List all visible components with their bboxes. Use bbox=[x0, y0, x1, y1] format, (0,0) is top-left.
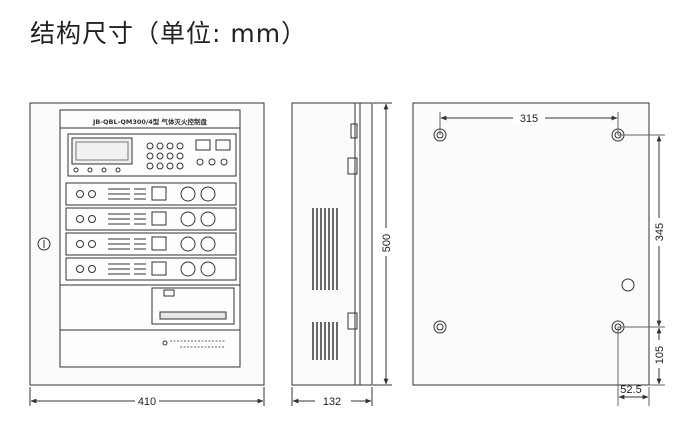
zone-module-3 bbox=[65, 232, 237, 256]
panel-label: JB-QBL-QM300/4型 气体灭火控制盘 bbox=[92, 117, 208, 126]
zone-module-1 bbox=[65, 182, 237, 206]
back-panel-outline bbox=[412, 102, 650, 386]
zone-module-4 bbox=[65, 257, 237, 281]
side-view bbox=[291, 102, 392, 406]
mounting-hole-bottom-left bbox=[433, 320, 447, 334]
depth-dimension-label: 132 bbox=[323, 396, 341, 408]
side-cabinet-outline bbox=[291, 102, 373, 386]
lower-vent bbox=[312, 322, 338, 360]
cable-entry-hole bbox=[621, 278, 635, 292]
upper-hinge bbox=[347, 157, 358, 175]
indicator-leds bbox=[73, 167, 121, 173]
height-dimension-label: 500 bbox=[381, 234, 393, 252]
keypad bbox=[146, 139, 231, 170]
width-dimension-label: 410 bbox=[138, 396, 156, 408]
bottom-offset-label: 105 bbox=[654, 346, 666, 364]
upper-vent bbox=[312, 208, 338, 290]
zone-module-2 bbox=[65, 207, 237, 231]
printer-module bbox=[151, 287, 235, 325]
front-view: JB-QBL-QM300/4型 气体灭火控制盘 bbox=[29, 102, 265, 406]
side-offset-label: 52.5 bbox=[620, 384, 641, 396]
back-view bbox=[412, 102, 665, 406]
main-control-module bbox=[67, 133, 237, 177]
hole-spacing-horizontal-label: 315 bbox=[520, 113, 538, 125]
hole-spacing-vertical-label: 345 bbox=[654, 223, 666, 241]
door-lock-icon bbox=[37, 237, 51, 251]
lower-hinge bbox=[347, 312, 358, 330]
page-title: 结构尺寸（单位: mm） bbox=[30, 19, 308, 48]
